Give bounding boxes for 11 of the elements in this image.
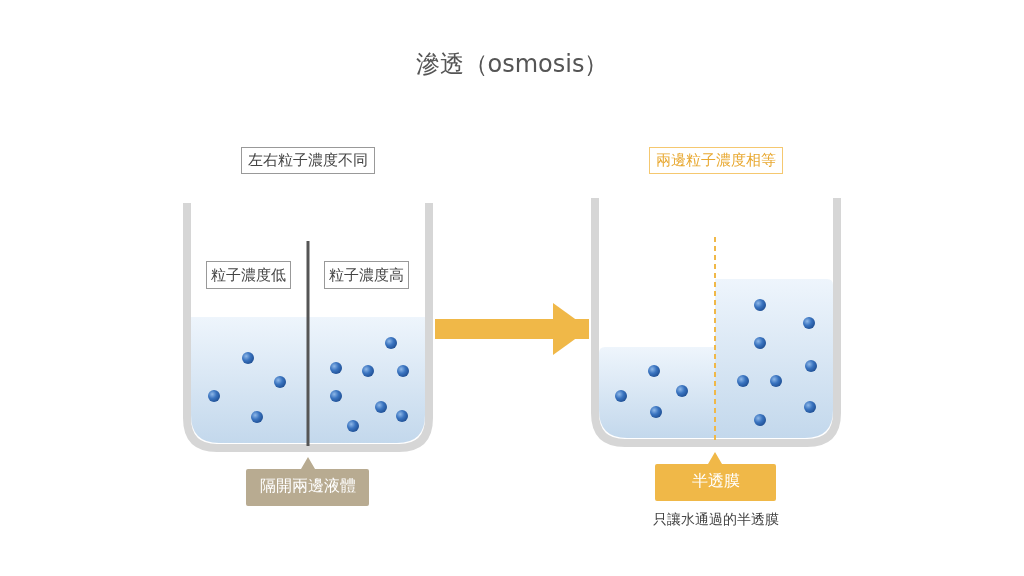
caption-text: 只讓水通過的半透膜: [652, 511, 779, 527]
callout-label: 半透膜: [655, 452, 776, 501]
text-label: 兩邊粒子濃度相等: [649, 147, 783, 174]
text-label: 粒子濃度低: [206, 261, 291, 289]
text-label: 粒子濃度高: [324, 261, 409, 289]
arrow: [435, 303, 589, 355]
beaker-drawing: [591, 198, 841, 448]
beaker-drawing: [183, 203, 433, 453]
text-label: 左右粒子濃度不同: [241, 147, 375, 174]
title-text: 滲透（osmosis）: [415, 50, 609, 78]
callout-label: 隔開兩邊液體: [246, 457, 369, 506]
